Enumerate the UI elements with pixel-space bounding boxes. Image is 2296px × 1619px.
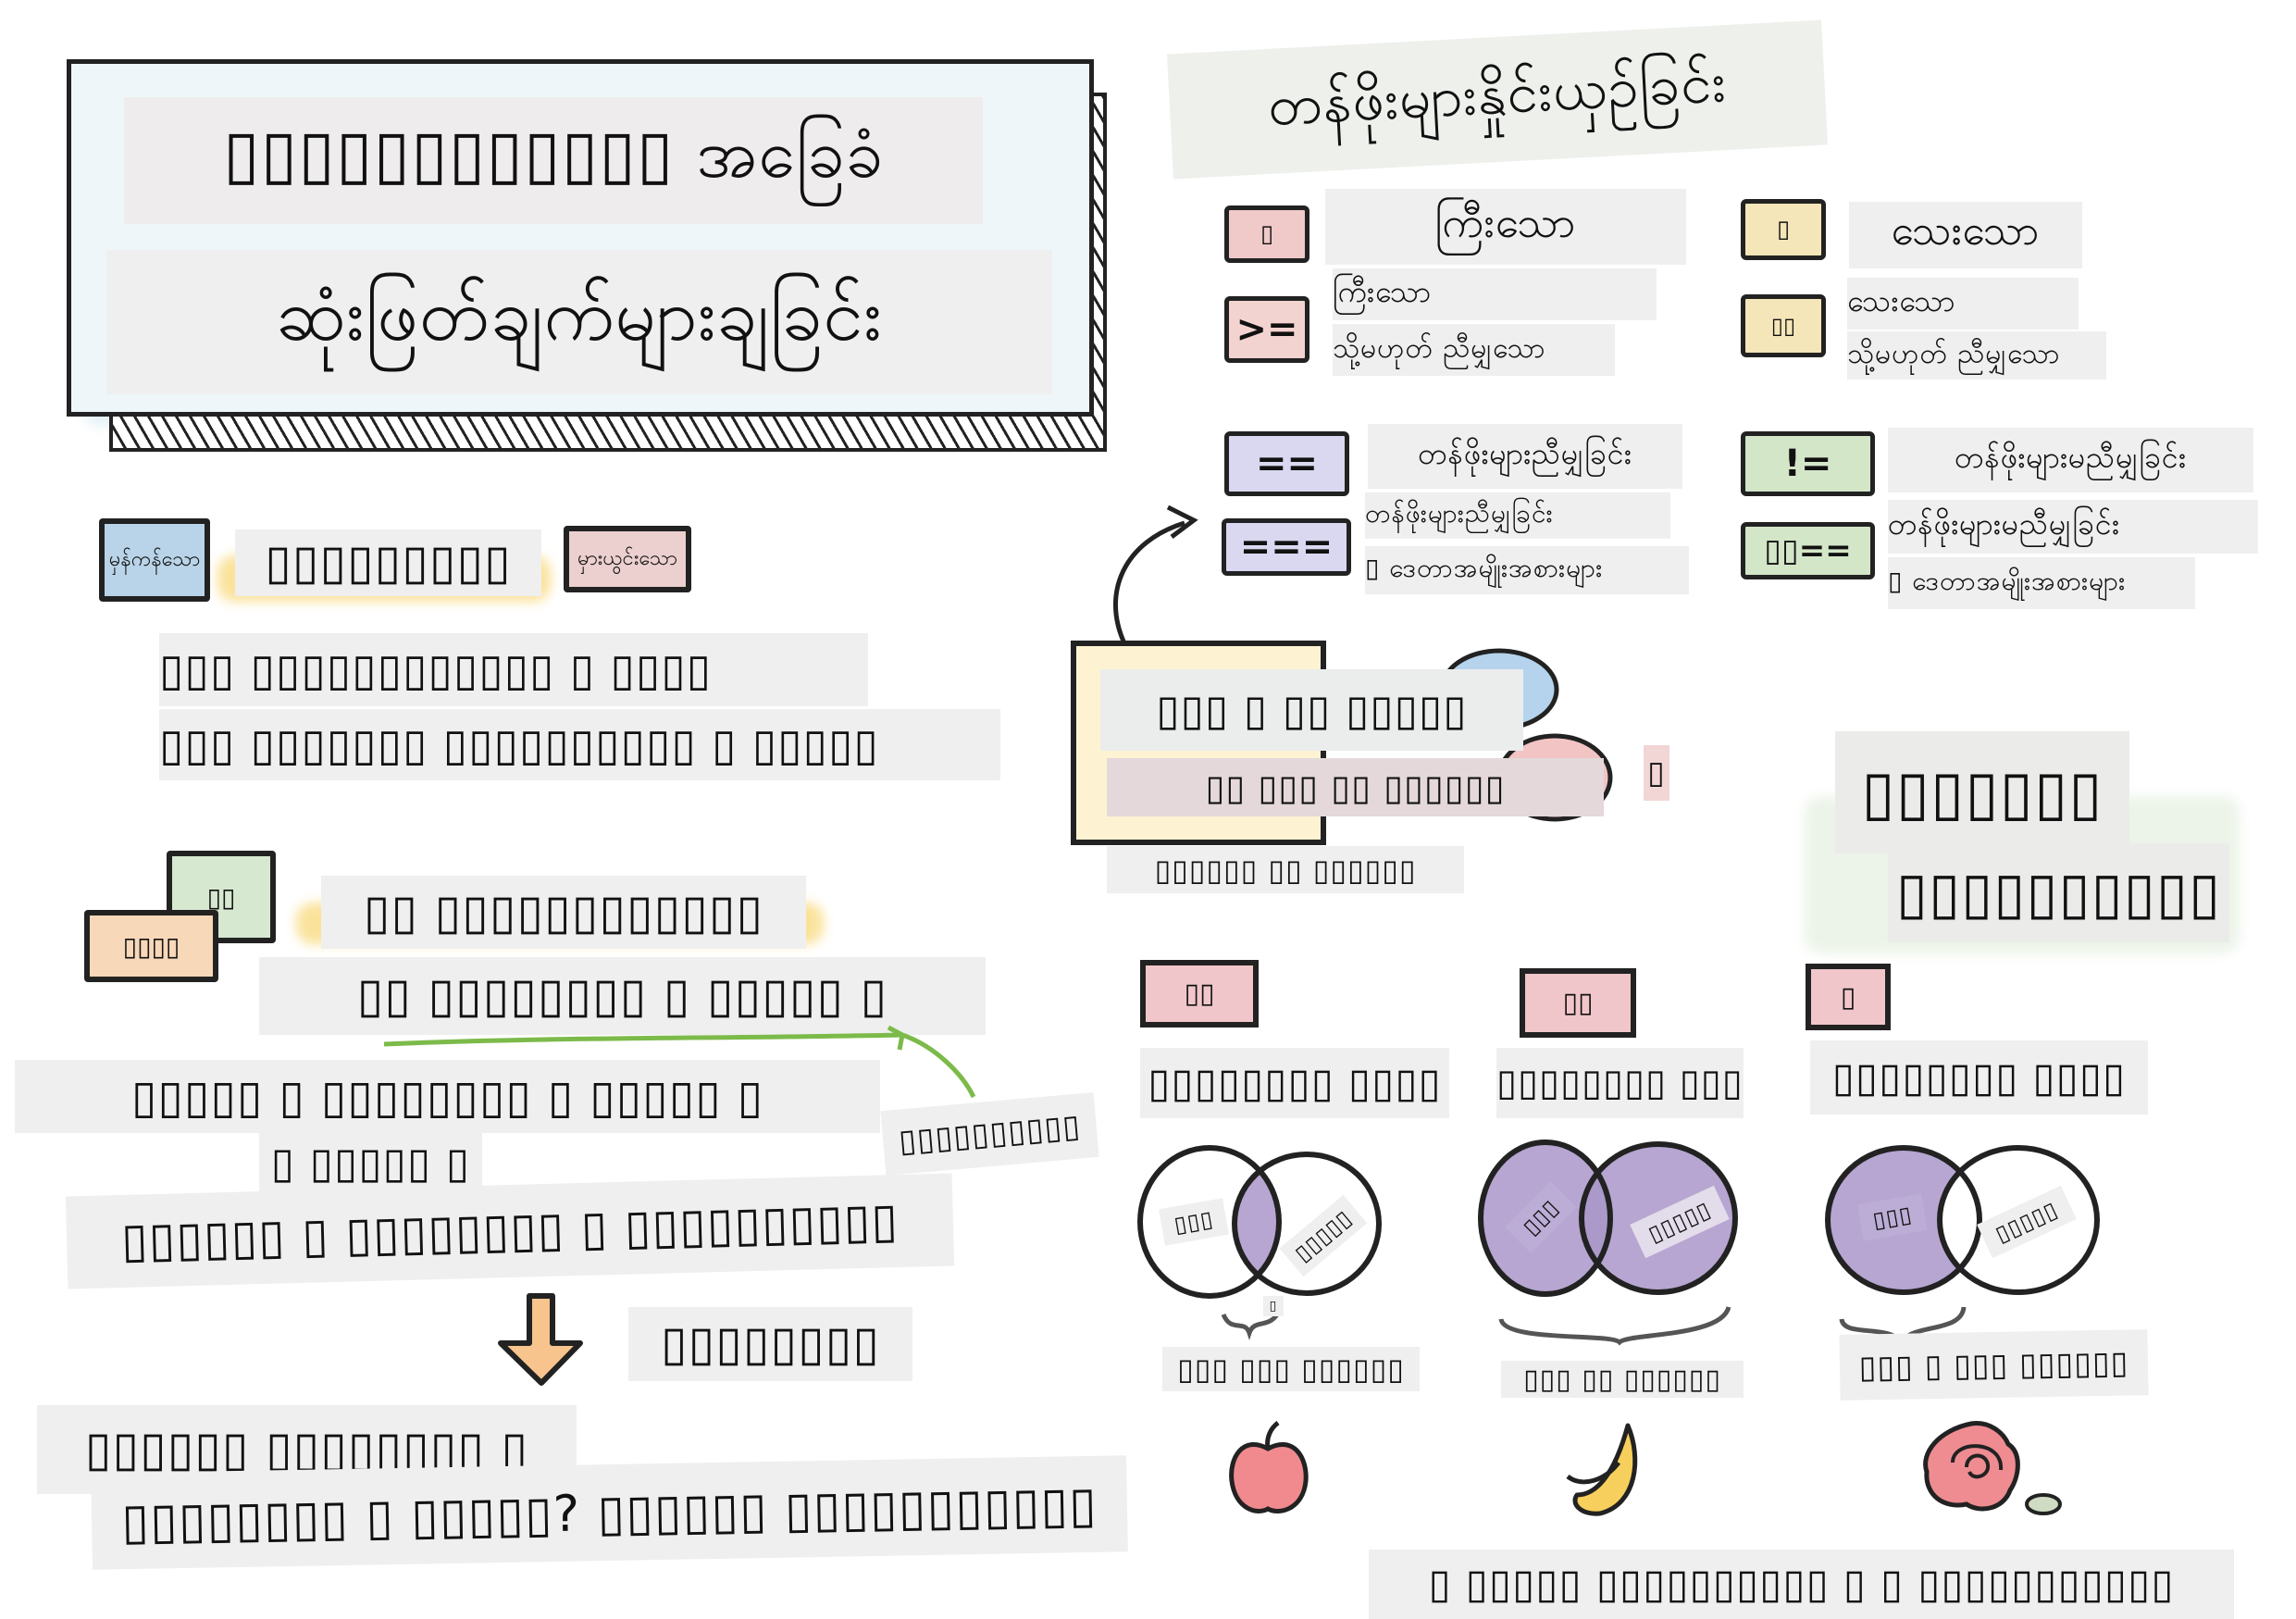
apple-icon [1229,1421,1309,1513]
less-equal-sublabel: သို့မဟုတ် ညီမျှသော [1847,331,2106,380]
title-line-2: ဆုံးဖြတ်ချက်များချခြင်း [106,250,1052,394]
and-operator-label: ▯▯▯▯▯▯▯▯ ▯▯▯▯ [1140,1048,1449,1118]
strict-not-equal-icon: ▯▯== [1741,522,1875,579]
ifelse-line-2: ▯▯▯▯▯ ▯ ▯▯▯▯▯▯▯▯ ▯ ▯▯▯▯▯ ▯ [15,1060,880,1133]
greater-equal-label: ကြီးသော [1333,268,1657,320]
venn-or [1478,1140,1738,1346]
ifelse-arrow-label: ▯▯▯▯▯▯▯▯ [628,1307,912,1381]
less-equal-icon: ▯▯ [1741,294,1826,357]
and-result: ▯▯▯ ▯▯▯ ▯▯▯▯▯▯ [1162,1347,1420,1391]
boolean-heading: ▯▯▯▯▯▯▯▯▯ [235,529,541,596]
venn-not [1825,1145,2100,1347]
or-operator-label: ▯▯▯▯▯▯▯▯ ▯▯▯ [1496,1048,1744,1118]
rose-icon [1923,1421,2062,1515]
logical-heading-2: ▯▯▯▯▯▯▯▯▯▯ [1888,843,2229,942]
equal-label: တန်ဖိုးများညီမျှခြင်း [1368,424,1682,489]
not-equal-label: တန်ဖိုးများမညီမျှခြင်း [1888,428,2253,492]
greater-than-icon: ▯ [1224,205,1309,263]
boolean-line-1: ▯▯▯ ▯▯▯▯▯▯▯▯▯▯▯▯ ▯ ▯▯▯▯ [159,633,868,706]
exclamation-icon: ▯ [1644,745,1669,801]
ifelse-line-3: ▯ ▯▯▯▯▯ ▯ [259,1133,482,1192]
not-equal-icon: != [1741,431,1875,496]
equal-icon: == [1224,431,1349,496]
or-operator-box: ▯▯ [1520,968,1636,1038]
down-arrow-icon [498,1293,583,1386]
orange-speech-bubble: ▯▯▯▯ [84,910,218,982]
title-line-1: ▯▯▯▯▯▯▯▯▯▯▯▯ အခြေခံ [124,97,983,224]
venn-and-note: ▯ [1263,1296,1284,1316]
logical-footer: ▯ ▯▯▯▯▯ ▯▯▯▯▯▯▯▯▯▯ ▯ ▯ ▯▯▯▯▯▯▯▯▯▯▯ [1369,1550,2234,1619]
less-than-icon: ▯ [1741,199,1826,260]
ternary-option-2: ▯▯ ▯▯▯ ▯▯ ▯▯▯▯▯▯ [1107,758,1604,816]
or-result: ▯▯▯ ▯▯ ▯▯▯▯▯▯ [1501,1361,1744,1398]
strict-not-equal-sublabel: ▯ ဒေတာအမျိုးအစားများ [1888,557,2195,609]
ifelse-heading: ▯▯ ▯▯▯▯▯▯▯▯▯▯▯▯ [321,876,806,949]
ternary-option-1: ▯▯▯ ▯ ▯▯ ▯▯▯▯▯ [1100,669,1523,751]
strict-equal-label: တန်ဖိုးများညီမျှခြင်း [1365,492,1670,539]
boolean-line-2: ▯▯▯ ▯▯▯▯▯▯▯ ▯▯▯▯▯▯▯▯▯▯ ▯ ▯▯▯▯▯ [159,709,1000,780]
banana-icon [1566,1423,1638,1516]
venn-and [1137,1145,1382,1340]
strict-not-equal-label: တန်ဖိုးများမညီမျှခြင်း [1888,500,2258,554]
false-speech-bubble: မှားယွင်းသော [564,526,691,592]
strict-equal-icon: === [1222,518,1351,576]
and-operator-box: ▯▯ [1140,960,1259,1027]
greater-equal-icon: >= [1224,296,1309,363]
greater-equal-sublabel: သို့မဟုတ် ညီမျှသော [1333,324,1615,376]
less-equal-label: သေးသော [1847,278,2079,330]
not-result: ▯▯▯ ▯ ▯▯▯ ▯▯▯▯▯▯ [1839,1329,2149,1401]
ternary-caption: ▯▯▯▯▯▯ ▯▯ ▯▯▯▯▯▯ [1107,846,1464,893]
greater-than-label: ကြီးသော [1325,189,1686,265]
true-speech-bubble: မှန်ကန်သော [99,518,210,602]
not-operator-label: ▯▯▯▯▯▯▯▯ ▯▯▯▯ [1810,1040,2148,1115]
strict-equal-sublabel: ▯ ဒေတာအမျိုးအစားများ [1365,546,1689,594]
less-than-label: သေးသော [1849,202,2082,268]
not-operator-box: ▯ [1806,964,1891,1030]
logical-heading-1: ▯▯▯▯▯▯▯ [1835,731,2129,853]
ifelse-line-1: ▯▯ ▯▯▯▯▯▯▯▯ ▯ ▯▯▯▯▯ ▯ [259,957,986,1035]
